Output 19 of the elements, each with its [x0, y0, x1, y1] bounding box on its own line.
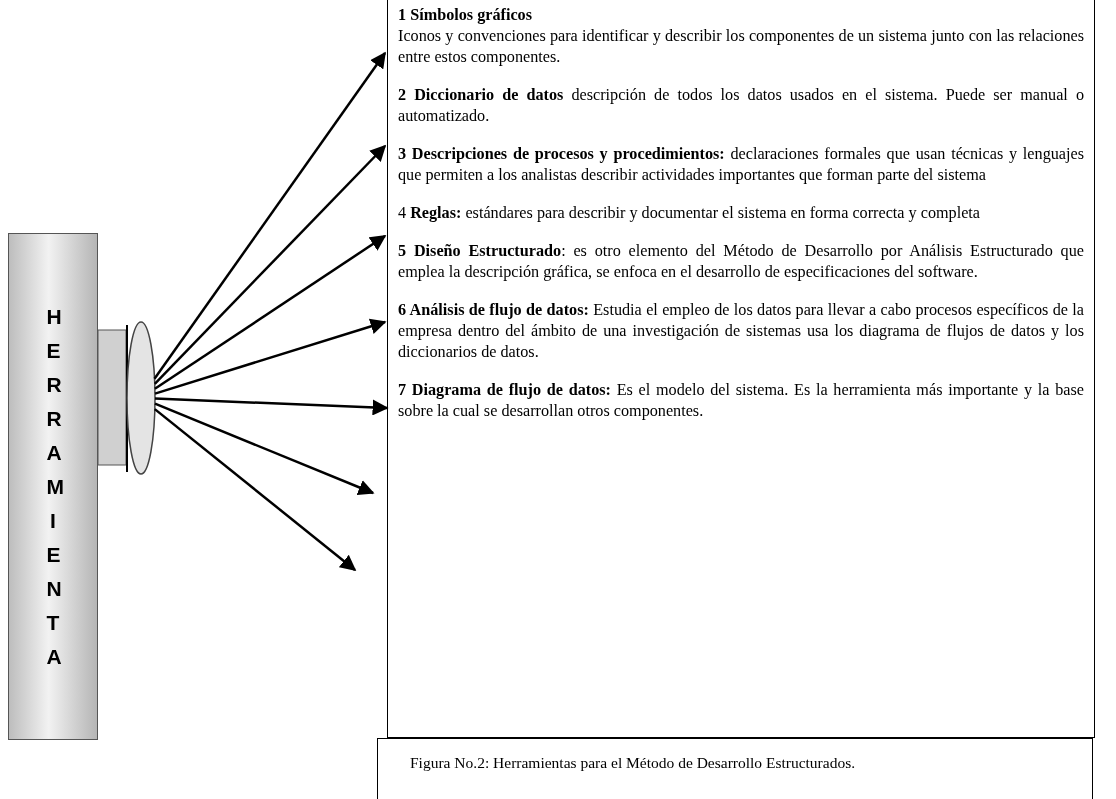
description-paragraph: 3 Descripciones de procesos y procedimientos: declaraciones formales que usan técnicas y lenguajes que permiten a los analistas describir actividades importantes que forman parte del sistema [398, 144, 1084, 186]
description-paragraph: 6 Análisis de flujo de datos: Estudia el empleo de los datos para llevar a cabo procesos específicos de la empresa dentro del ámbito de una investigación de sistemas usa los diagrama de flujos de datos y los diccionarios de datos. [398, 300, 1084, 363]
arrow [153, 51, 386, 380]
arrow [154, 408, 357, 571]
item-heading: 1 Símbolos gráficos [398, 5, 533, 26]
ellipse-shape [126, 321, 156, 475]
vertical-bar [8, 233, 98, 740]
description-paragraph: 4 Reglas: estándares para describir y documentar el sistema en forma correcta y completa [398, 203, 982, 224]
arrow [154, 402, 375, 495]
arrow [153, 144, 387, 385]
caption: Figura No.2: Herramientas para el Método de Desarrollo Estructurados. [377, 738, 1093, 799]
bar-connector [97, 329, 127, 466]
arrow [154, 318, 387, 395]
description-paragraph: 5 Diseño Estructurado: es otro elemento del Método de Desarrollo por Análisis Estructurado que emplea la descripción gráfica, se enfoca en el desarrollo de especificaciones del software. [398, 241, 1084, 283]
arrow [154, 234, 387, 390]
description-paragraph: 2 Diccionario de datos descripción de todos los datos usados en el sistema. Puede ser manual o automatizado. [398, 85, 1084, 127]
description-paragraph: Iconos y convenciones para identificar y describir los componentes de un sistema junto con las relaciones entre estos componentes. [398, 26, 1084, 68]
description-paragraph: 7 Diagrama de flujo de datos: Es el modelo del sistema. Es la herramienta más importante y la base sobre la cual se desarrollan otros componentes. [398, 380, 1084, 422]
arrow [154, 397, 389, 416]
